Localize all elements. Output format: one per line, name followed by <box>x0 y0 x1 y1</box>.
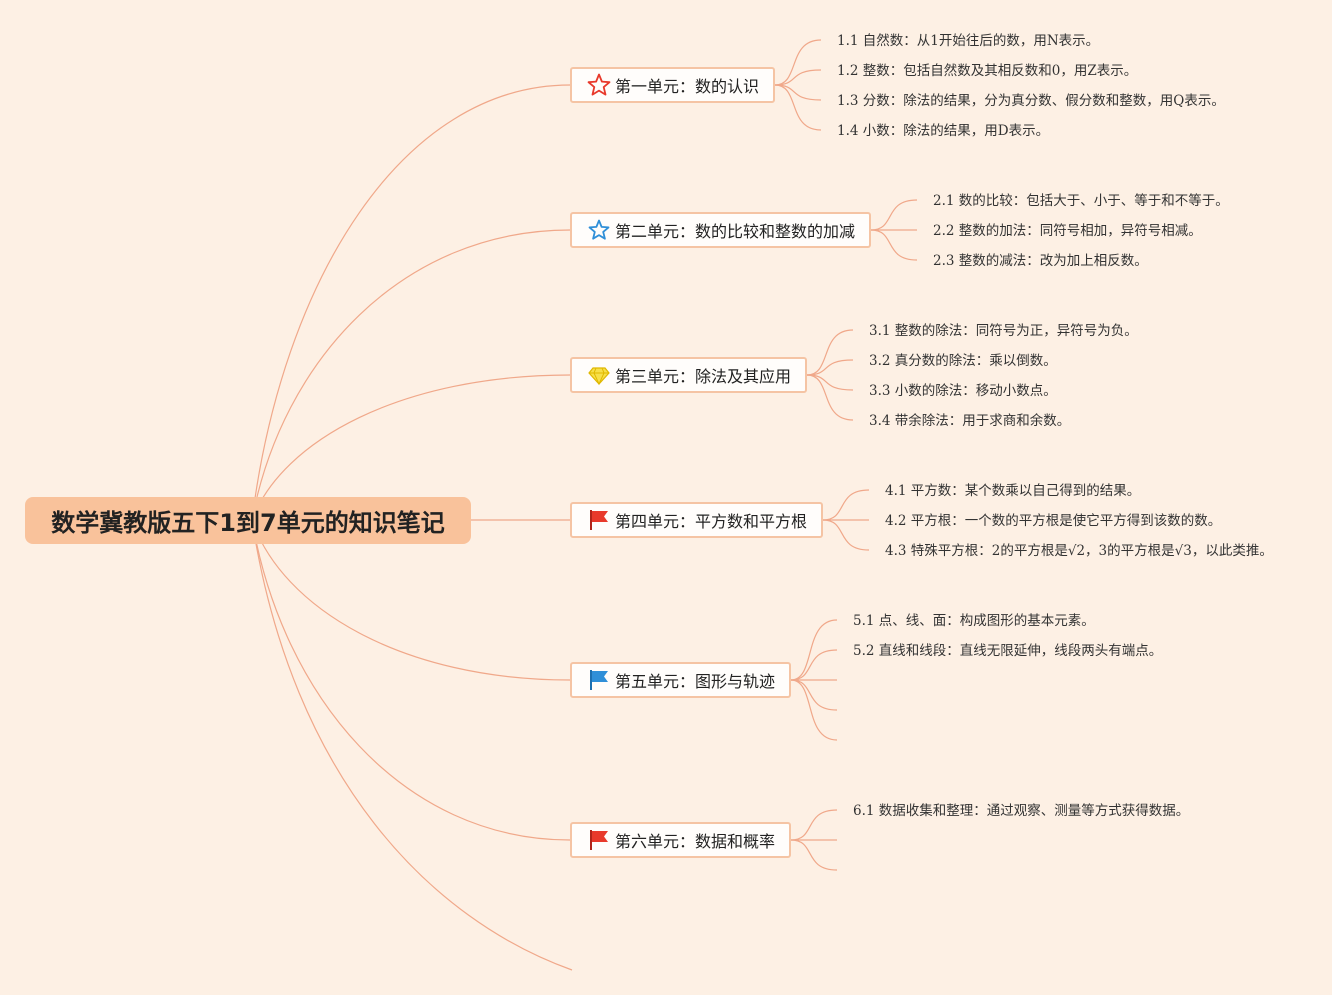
connector-line <box>806 359 854 376</box>
leaf-item[interactable]: 2.3 整数的减法：改为加上相反数。 <box>933 253 1148 269</box>
connector-line <box>251 229 571 521</box>
blue-star-outline-icon <box>587 218 611 242</box>
connector-line <box>790 619 838 681</box>
leaf-item[interactable]: 6.1 数据收集和整理：通过观察、测量等方式获得数据。 <box>853 803 1190 819</box>
unit-label: 第四单元：平方数和平方根 <box>615 512 808 531</box>
leaf-item[interactable]: 5.1 点、线、面：构成图形的基本元素。 <box>853 613 1095 629</box>
connector-line <box>790 649 838 681</box>
connector-line <box>251 519 573 971</box>
connector-line <box>870 229 918 261</box>
yellow-diamond-icon <box>587 363 611 387</box>
leaf-item[interactable]: 3.4 带余除法：用于求商和余数。 <box>869 413 1071 429</box>
unit-node-4[interactable]: 第四单元：平方数和平方根 <box>570 502 824 538</box>
unit-label: 第二单元：数的比较和整数的加减 <box>615 222 856 241</box>
leaf-item[interactable]: 4.3 特殊平方根：2的平方根是√2，3的平方根是√3，以此类推。 <box>885 543 1273 559</box>
connector-line <box>806 374 854 421</box>
leaf-item[interactable]: 1.3 分数：除法的结果，分为真分数、假分数和整数，用Q表示。 <box>837 93 1225 109</box>
connector-line <box>251 519 571 681</box>
connector-line <box>822 519 870 551</box>
connector-line <box>774 69 822 86</box>
red-star-outline-icon <box>587 73 611 97</box>
unit-node-3[interactable]: 第三单元：除法及其应用 <box>570 357 808 393</box>
root-topic[interactable]: 数学冀教版五下1到7单元的知识笔记 <box>25 497 471 544</box>
red-flag-icon <box>587 828 611 852</box>
connector-line <box>790 839 838 871</box>
connector-line <box>774 84 822 101</box>
connector-line <box>806 374 854 391</box>
connector-line <box>774 84 822 131</box>
leaf-item[interactable]: 1.4 小数：除法的结果，用D表示。 <box>837 123 1050 139</box>
unit-label: 第五单元：图形与轨迹 <box>615 672 776 691</box>
leaf-item[interactable]: 5.2 直线和线段：直线无限延伸，线段两头有端点。 <box>853 643 1163 659</box>
unit-node-5[interactable]: 第五单元：图形与轨迹 <box>570 662 792 698</box>
blue-flag-icon <box>587 668 611 692</box>
leaf-item[interactable]: 3.3 小数的除法：移动小数点。 <box>869 383 1057 399</box>
leaf-item[interactable]: 3.2 真分数的除法：乘以倒数。 <box>869 353 1057 369</box>
leaf-item[interactable]: 3.1 整数的除法：同符号为正，异符号为负。 <box>869 323 1138 339</box>
unit-label: 第三单元：除法及其应用 <box>615 367 792 386</box>
unit-node-2[interactable]: 第二单元：数的比较和整数的加减 <box>570 212 872 248</box>
connector-line <box>251 374 571 521</box>
unit-node-6[interactable]: 第六单元：数据和概率 <box>570 822 792 858</box>
leaf-item[interactable]: 2.2 整数的加法：同符号相加，异符号相减。 <box>933 223 1202 239</box>
leaf-item[interactable]: 4.1 平方数：某个数乘以自己得到的结果。 <box>885 483 1141 499</box>
connector-line <box>251 519 571 841</box>
connector-line <box>774 39 822 86</box>
root-title: 数学冀教版五下1到7单元的知识笔记 <box>51 509 445 537</box>
leaf-item[interactable]: 1.2 整数：包括自然数及其相反数和0，用Z表示。 <box>837 63 1138 79</box>
connector-line <box>806 329 854 376</box>
leaf-item[interactable]: 2.1 数的比较：包括大于、小于、等于和不等于。 <box>933 193 1229 209</box>
leaf-item[interactable]: 1.1 自然数：从1开始往后的数，用N表示。 <box>837 33 1100 49</box>
connector-line <box>822 489 870 521</box>
unit-node-1[interactable]: 第一单元：数的认识 <box>570 67 776 103</box>
unit-label: 第一单元：数的认识 <box>615 77 760 96</box>
connector-line <box>790 679 838 711</box>
connector-line <box>251 84 571 521</box>
unit-label: 第六单元：数据和概率 <box>615 832 776 851</box>
connector-line <box>870 199 918 231</box>
leaf-item[interactable]: 4.2 平方根：一个数的平方根是使它平方得到该数的数。 <box>885 513 1222 529</box>
connector-line <box>790 809 838 841</box>
red-flag-icon <box>587 508 611 532</box>
connector-line <box>790 679 838 741</box>
